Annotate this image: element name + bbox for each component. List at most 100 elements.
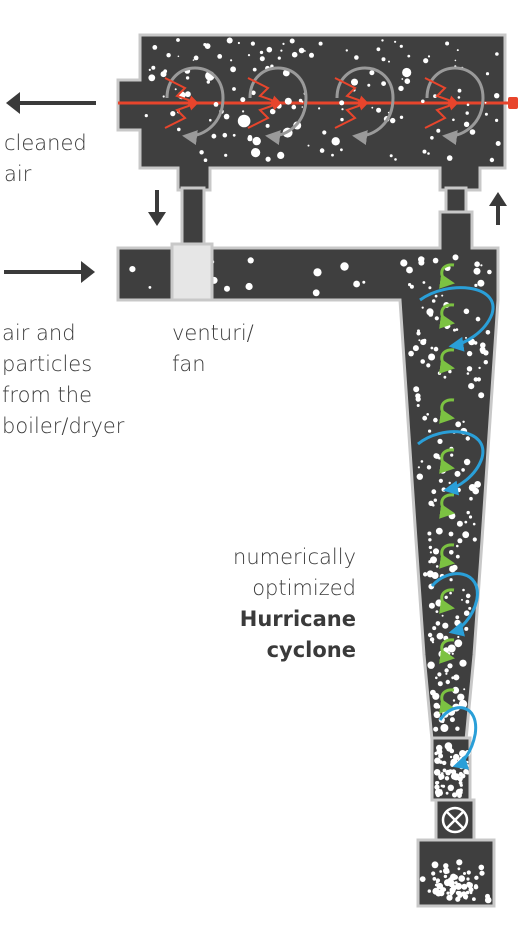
particle [247,136,253,142]
particle [418,339,421,342]
particle [435,565,439,568]
green-vortex-arrow [439,688,455,714]
particle [435,610,439,613]
particle [484,101,487,104]
particle [434,294,438,298]
particle [430,689,436,696]
dust-bin [416,838,496,908]
particle [298,98,303,103]
particle [459,756,463,760]
particle [353,280,360,288]
particle [435,676,438,680]
particle [433,417,438,423]
particle [423,58,429,64]
particle [416,473,423,480]
particle [203,43,207,47]
particle [468,887,474,893]
particle [422,415,428,421]
particle [457,538,463,544]
particle [417,466,420,469]
particle [437,672,442,677]
particle [450,873,457,881]
particle [163,69,168,74]
particle [453,328,456,332]
particle [452,885,456,889]
particle [222,132,228,138]
up-arrow-icon [489,192,507,225]
particle [277,56,281,60]
particle [483,360,488,365]
particle [435,880,439,884]
particle [468,484,476,492]
particle [461,468,465,472]
particle [434,453,440,459]
particle [432,626,437,631]
particle [402,67,412,78]
particle [466,870,471,875]
particle [429,551,432,554]
particle [432,257,439,264]
cleaned-air-label: cleaned air [4,128,87,190]
particle [280,49,283,52]
particle [431,299,436,303]
particle [422,281,426,284]
blue-vortex-arrow [438,706,478,770]
particle [448,481,451,485]
particle [472,522,476,526]
green-vortex-arrow [439,398,455,424]
particle [473,267,481,275]
blue-vortex-arrow [430,572,479,637]
particle [478,392,485,399]
particle [148,74,156,82]
particle [454,59,457,62]
venturi-line-2: fan [172,352,206,376]
particle [444,776,450,781]
particle [445,41,450,46]
particle [437,371,442,375]
particle [381,57,386,62]
particle [209,118,212,122]
particle [433,769,441,776]
particle [457,635,460,639]
particle [457,88,462,93]
particle [447,663,453,669]
particle [434,784,440,790]
rotary-valve-icon [441,806,469,834]
particle [245,282,253,291]
particle [477,279,485,287]
particle [449,717,455,723]
particle [322,130,327,135]
filter-axis-cap [508,97,518,109]
particle [151,65,156,70]
particle [192,59,195,61]
grey-swirl [248,66,308,146]
particle [440,886,444,890]
particle [252,67,257,72]
green-vortex-arrow [439,588,455,614]
particle [438,776,443,780]
particle [148,286,152,289]
particle [450,761,456,768]
green-vortex-arrow [439,448,455,474]
cyclone-line-3: Hurricane [239,607,356,631]
particle [226,37,233,44]
particle [478,366,481,370]
particle [166,53,171,58]
particle [266,46,273,53]
particle [224,285,230,292]
particle [247,257,254,264]
particle [472,897,476,901]
particle [448,369,452,374]
particle [428,353,436,361]
down-arrow-icon [148,190,166,226]
particle [230,66,237,73]
particle [432,548,440,555]
particle [440,724,449,732]
particle [291,104,297,110]
particle [390,117,396,124]
particle [331,153,334,157]
particle [457,867,461,871]
particle [381,81,386,86]
filter-particles [144,37,501,163]
particle [401,78,404,80]
